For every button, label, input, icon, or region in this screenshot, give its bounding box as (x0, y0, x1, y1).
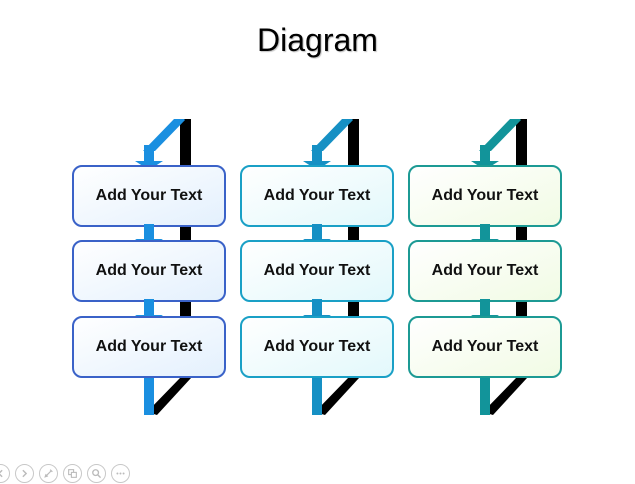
flow-box (240, 316, 394, 378)
pen-icon (44, 468, 53, 478)
corner-shadow (184, 119, 191, 126)
flow-box (240, 240, 394, 302)
more-button[interactable] (111, 463, 130, 483)
flow-box (72, 316, 226, 378)
black-diagonal (483, 378, 527, 415)
flow-box (72, 240, 226, 302)
flow-box (408, 240, 562, 302)
slideshow-toolbar (0, 462, 130, 484)
zoom-icon (92, 468, 102, 478)
black-connector (180, 119, 191, 347)
down-arrow (135, 145, 163, 170)
black-diagonal (315, 378, 359, 415)
flow-diagram (72, 119, 562, 415)
bottom-stem (312, 378, 322, 415)
previous-button[interactable] (0, 463, 10, 483)
flow-box (240, 165, 394, 227)
top-diagonal-bar (143, 119, 186, 151)
slide-title: Diagram (257, 22, 378, 58)
next-icon (22, 469, 28, 477)
next-button[interactable] (15, 463, 34, 483)
bottom-stem (480, 378, 490, 415)
zoom-button[interactable] (87, 463, 106, 483)
black-diagonal (147, 378, 191, 415)
pen-button[interactable] (39, 463, 58, 483)
flow-column (240, 119, 394, 415)
slides-icon (68, 468, 77, 478)
top-diagonal-bar (311, 119, 354, 151)
more-icon (116, 472, 125, 474)
flow-column (72, 119, 226, 415)
flow-box (408, 316, 562, 378)
flow-column (408, 119, 562, 415)
black-connector (516, 119, 527, 347)
flow-box (72, 165, 226, 227)
top-diagonal-bar (479, 119, 522, 151)
corner-shadow (352, 119, 359, 126)
slides-button[interactable] (63, 463, 82, 483)
black-connector (348, 119, 359, 347)
corner-shadow (520, 119, 527, 126)
down-arrow (303, 145, 331, 170)
flow-box (408, 165, 562, 227)
previous-icon (0, 469, 3, 477)
down-arrow (471, 145, 499, 170)
bottom-stem (144, 378, 154, 415)
